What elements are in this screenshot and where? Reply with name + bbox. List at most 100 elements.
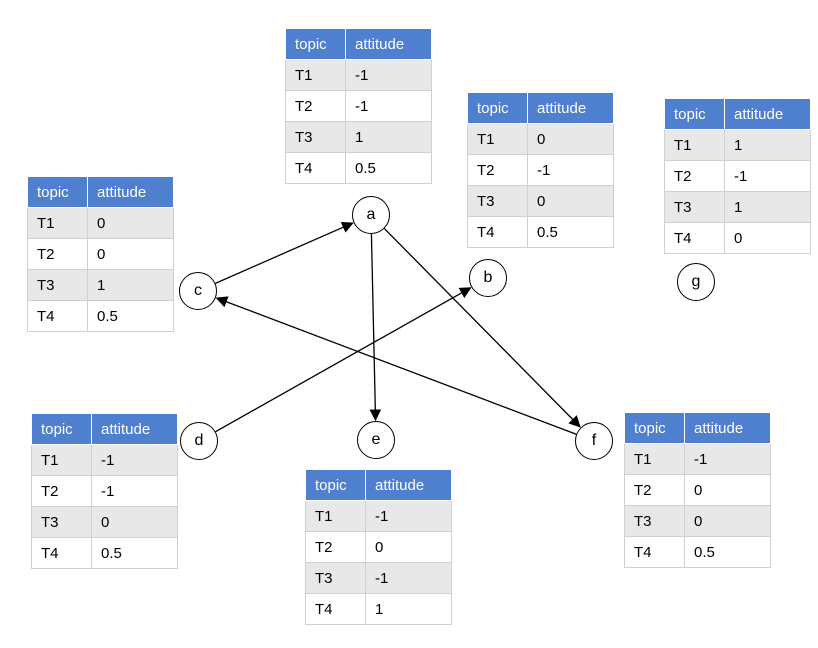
edge-a-to-f	[383, 228, 581, 428]
topic-cell: T3	[285, 121, 346, 153]
node-d: d	[180, 422, 218, 460]
table-header: topic attitude	[285, 28, 432, 60]
attitude-cell: -1	[91, 444, 178, 476]
edge-d-to-b	[215, 287, 472, 433]
attitude-cell: 0	[684, 474, 771, 506]
table-row: T1-1	[305, 500, 452, 532]
table-header: topic attitude	[31, 413, 178, 445]
topic-cell: T4	[467, 216, 528, 248]
topic-header: topic	[285, 28, 346, 60]
attitude-cell: 0	[87, 238, 174, 270]
attitude-cell: -1	[91, 475, 178, 507]
attitude-cell: -1	[527, 154, 614, 186]
attitude-cell: 0.5	[684, 536, 771, 568]
topic-cell: T4	[624, 536, 685, 568]
table-row: T1-1	[624, 443, 771, 475]
node-g: g	[677, 263, 715, 301]
topic-cell: T1	[285, 59, 346, 91]
table-header: topic attitude	[27, 176, 174, 208]
topic-cell: T2	[624, 474, 685, 506]
topic-cell: T4	[27, 300, 88, 332]
attitude-cell: 1	[345, 121, 432, 153]
attitude-header: attitude	[365, 469, 452, 501]
topic-cell: T1	[31, 444, 92, 476]
topic-cell: T2	[31, 475, 92, 507]
table-header: topic attitude	[664, 98, 811, 130]
topic-cell: T1	[27, 207, 88, 239]
attitude-cell: -1	[345, 90, 432, 122]
table-row: T1-1	[285, 59, 432, 91]
topic-cell: T2	[305, 531, 366, 563]
attitude-cell: -1	[724, 160, 811, 192]
table-row: T3-1	[305, 562, 452, 594]
topic-cell: T3	[31, 506, 92, 538]
attitude-cell: 0	[365, 531, 452, 563]
attitude-header: attitude	[87, 176, 174, 208]
topic-cell: T2	[285, 90, 346, 122]
topic-cell: T3	[467, 185, 528, 217]
attitude-cell: 0	[87, 207, 174, 239]
attitude-cell: -1	[365, 562, 452, 594]
table-row: T1-1	[31, 444, 178, 476]
topic-cell: T4	[285, 152, 346, 184]
topic-cell: T4	[305, 593, 366, 625]
topic-header: topic	[27, 176, 88, 208]
attitude-cell: 0	[684, 505, 771, 537]
attitude-header: attitude	[724, 98, 811, 130]
attitude-cell: 0	[91, 506, 178, 538]
topic-header: topic	[664, 98, 725, 130]
attitude-cell: 1	[365, 593, 452, 625]
topic-header: topic	[624, 412, 685, 444]
node-a: a	[352, 196, 390, 234]
topic-cell: T3	[624, 505, 685, 537]
topic-cell: T4	[664, 222, 725, 254]
attitude-cell: 0.5	[87, 300, 174, 332]
attitude-cell: 1	[724, 129, 811, 161]
topic-cell: T2	[664, 160, 725, 192]
table-row: T2-1	[467, 154, 614, 186]
attitude-cell: 0.5	[91, 537, 178, 569]
attitude-cell: 1	[87, 269, 174, 301]
edge-f-to-c	[215, 296, 577, 435]
node-f: f	[575, 422, 613, 460]
topic-cell: T2	[467, 154, 528, 186]
attitude-cell: 0	[527, 123, 614, 155]
attitude-cell: 1	[724, 191, 811, 223]
edge-c-to-a	[215, 221, 354, 284]
attitude-cell: 0	[527, 185, 614, 217]
table-header: topic attitude	[305, 469, 452, 501]
edge-a-to-e	[369, 233, 382, 422]
topic-cell: T1	[467, 123, 528, 155]
attitude-cell: 0.5	[345, 152, 432, 184]
attitude-cell: 0	[724, 222, 811, 254]
topic-header: topic	[467, 92, 528, 124]
topic-cell: T3	[305, 562, 366, 594]
attitude-cell: -1	[684, 443, 771, 475]
attitude-cell: 0.5	[527, 216, 614, 248]
node-e: e	[357, 421, 395, 459]
topic-cell: T1	[624, 443, 685, 475]
